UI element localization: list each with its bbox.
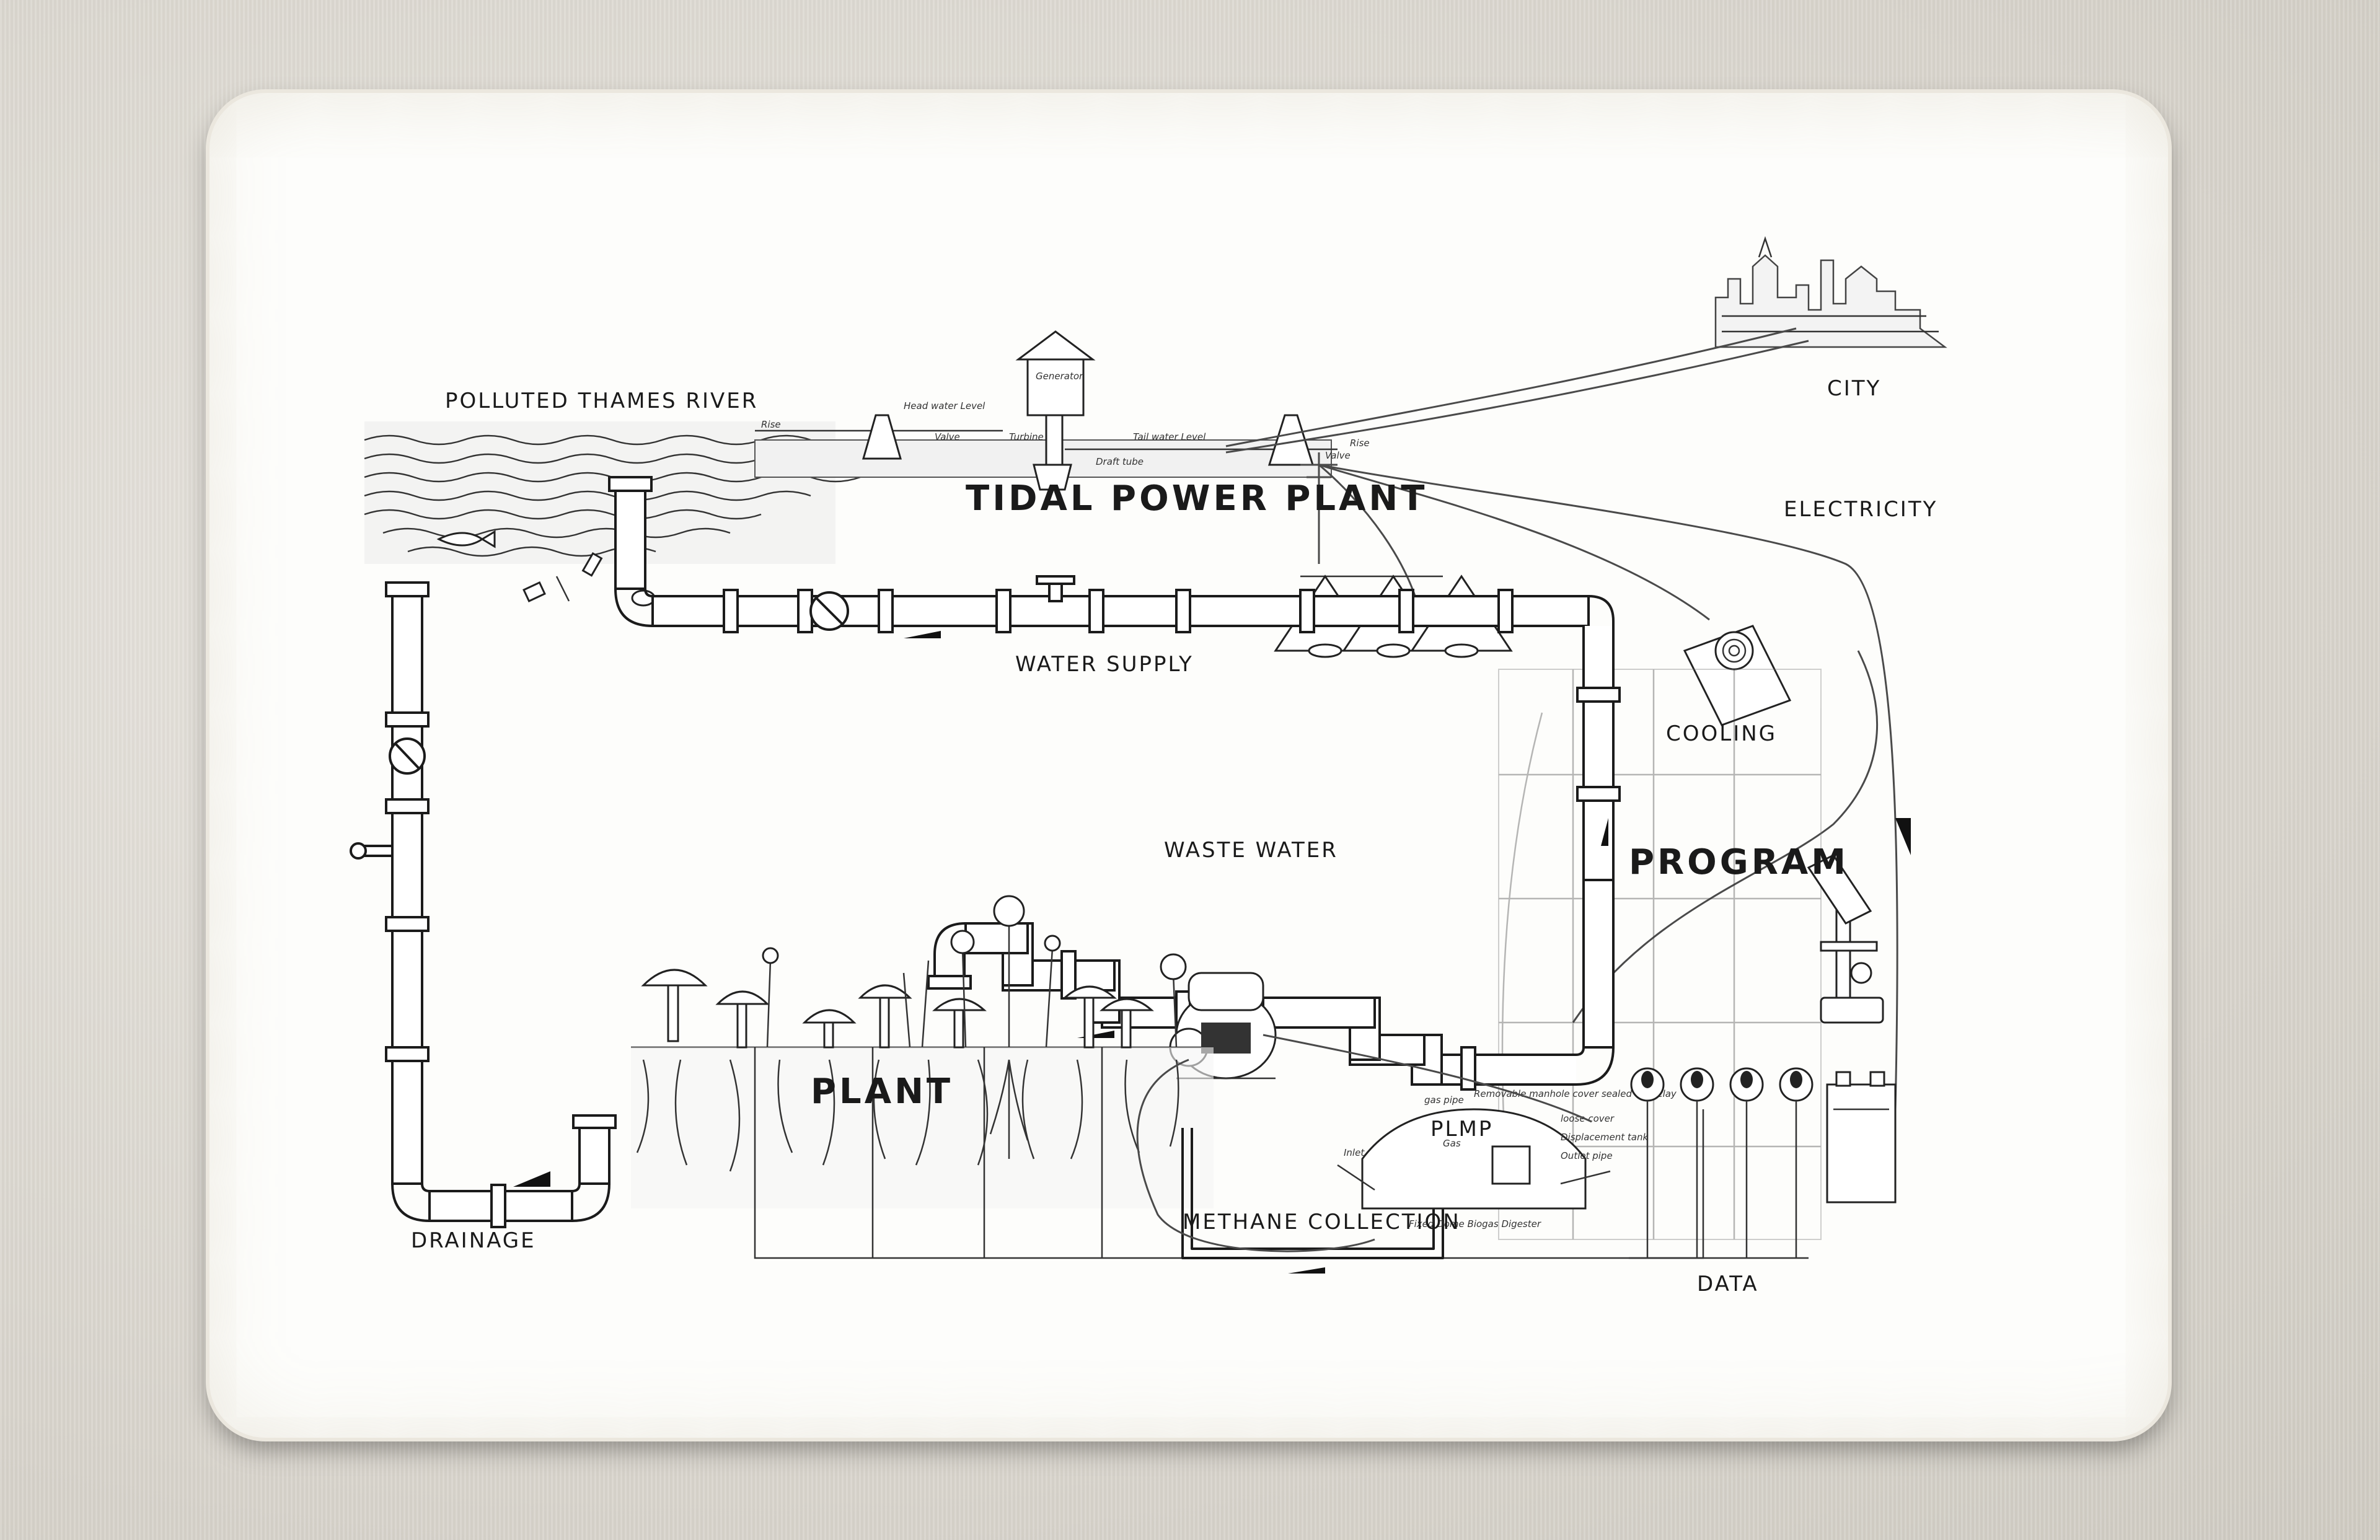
drainage-pipe (350, 581, 617, 1228)
tidal-power-plant-illustration: Generator Head water Level Tail water Le… (754, 330, 1370, 491)
outlet-pipe-annotation: Outlet pipe (1561, 1150, 1613, 1161)
waste-water-label: WASTE WATER (1164, 838, 1338, 863)
water-supply-flow-arrow (904, 631, 941, 638)
program-building-plan (1498, 669, 1822, 1240)
drainage-flow-arrow (513, 1171, 550, 1187)
data-label: DATA (1697, 1272, 1759, 1296)
methane-flow-arrow (1288, 1267, 1325, 1274)
biogas-digester-illustration: gas pipe Removable manhole cover sealed … (1337, 1088, 1677, 1230)
gas-annotation: Gas (1443, 1138, 1461, 1149)
cooling-label: COOLING (1666, 721, 1777, 746)
gas-pipe-annotation: gas pipe (1424, 1094, 1464, 1106)
head-water-annotation: Head water Level (904, 400, 985, 411)
battery-illustration (1826, 1071, 1897, 1203)
electricity-label: ELECTRICITY (1784, 497, 1937, 522)
displacement-tank-annotation: Displacement tank (1561, 1132, 1649, 1143)
water-supply-label: WATER SUPPLY (1015, 652, 1194, 677)
microscope-illustration (1807, 854, 1884, 1024)
polluted-thames-river-label: POLLUTED THAMES RIVER (445, 389, 758, 413)
diagram-card: Generator Head water Level Tail water Le… (209, 93, 2168, 1438)
electricity-flow-arrow (1895, 818, 1911, 855)
pump-to-digester-wires (1136, 1034, 1592, 1252)
rise-right-annotation: Rise (1350, 438, 1370, 449)
pump-label: PLMP (1430, 1117, 1493, 1142)
turbine-annotation: Turbine (1009, 431, 1044, 442)
system-diagram: Generator Head water Level Tail water Le… (350, 236, 1947, 1296)
cooling-lamp-fixtures (1274, 574, 1792, 726)
drainage-label: DRAINAGE (411, 1228, 536, 1253)
water-supply-pipe (608, 476, 1621, 880)
waste-water-pipe (927, 879, 1615, 1091)
data-sensors (1629, 1067, 1814, 1259)
plant-fungi-illustration (631, 895, 1214, 1208)
methane-collection-pipe (1181, 1128, 1444, 1259)
pollution-debris-illustration (436, 530, 656, 607)
waste-water-flow-arrow (1077, 1031, 1114, 1038)
methane-collection-label: METHANE COLLECTION (1183, 1210, 1461, 1234)
rise-left-annotation: Rise (761, 419, 781, 430)
valve-right-annotation: Valve (1325, 450, 1351, 461)
valve-left-annotation: Valve (935, 431, 960, 442)
generator-annotation: Generator (1036, 371, 1083, 382)
inlet-annotation: Inlet (1344, 1147, 1365, 1158)
cooling-flow-arrow (1601, 818, 1608, 846)
plant-label: PLANT (811, 1071, 953, 1112)
loose-cover-annotation: loose cover (1561, 1113, 1615, 1124)
city-skyline-illustration (1714, 236, 1947, 348)
city-label: CITY (1827, 376, 1881, 401)
program-label: PROGRAM (1629, 842, 1849, 882)
tidal-power-plant-label: TIDAL POWER PLANT (966, 478, 1427, 519)
tail-water-annotation: Tail water Level (1133, 431, 1206, 442)
digester-caption: Fixed Dome Biogas Digester (1409, 1218, 1541, 1230)
draft-tube-annotation: Draft tube (1096, 456, 1144, 467)
